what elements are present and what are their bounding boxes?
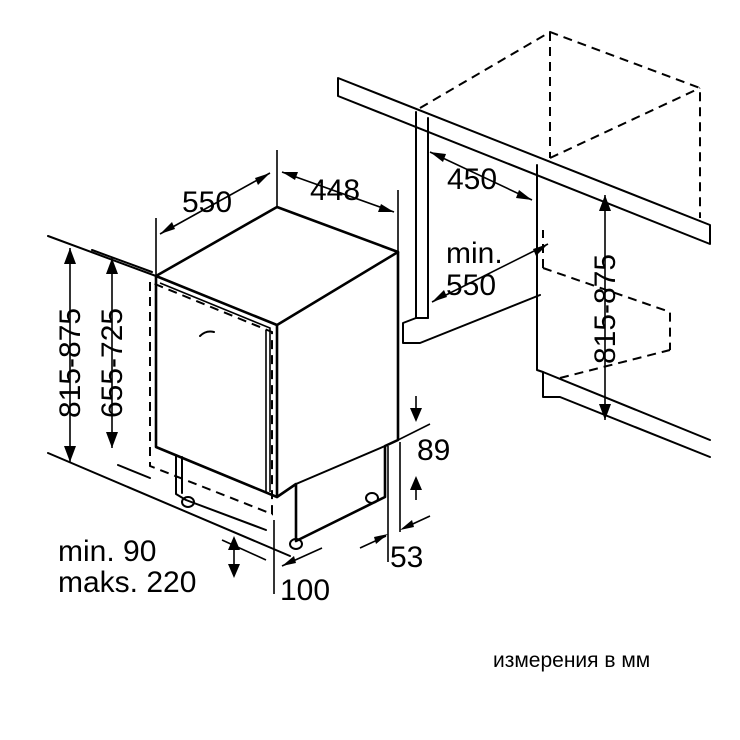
- handle-icon: [199, 330, 215, 337]
- foot-front-right: [289, 538, 303, 550]
- foot-distance-label: 100: [280, 574, 330, 607]
- depth-label: 550: [182, 186, 232, 219]
- plinth-max-label: maks. 220: [58, 566, 196, 599]
- niche-height-label: 815-875: [589, 254, 622, 364]
- dimension-lines: [64, 150, 611, 594]
- niche-depth-label: 450: [447, 163, 497, 196]
- foot-back-right: [365, 492, 379, 504]
- dishwasher-top: [154, 205, 400, 327]
- niche-width-value-label: 550: [446, 269, 496, 302]
- foot-front-left: [181, 496, 195, 508]
- dimension-labels: 550 448 450 min. 550 89 53 100 min. 90 m…: [54, 163, 650, 672]
- countertop: [337, 77, 711, 245]
- plinth-min-label: min. 90: [58, 535, 156, 568]
- plinth-offset-label: 53: [390, 541, 423, 574]
- cabinet-niche: [337, 30, 711, 458]
- total-height-label: 815-875: [54, 308, 87, 418]
- left-cabinet-panel: [402, 111, 541, 344]
- width-label: 448: [310, 174, 360, 207]
- right-cabinet-panel: [536, 164, 711, 458]
- niche-width-min-label: min.: [446, 237, 503, 270]
- appliance-height-label: 655-725: [96, 308, 129, 418]
- units-caption: измерения в мм: [493, 649, 650, 672]
- plinth-clearance-label: 89: [417, 434, 450, 467]
